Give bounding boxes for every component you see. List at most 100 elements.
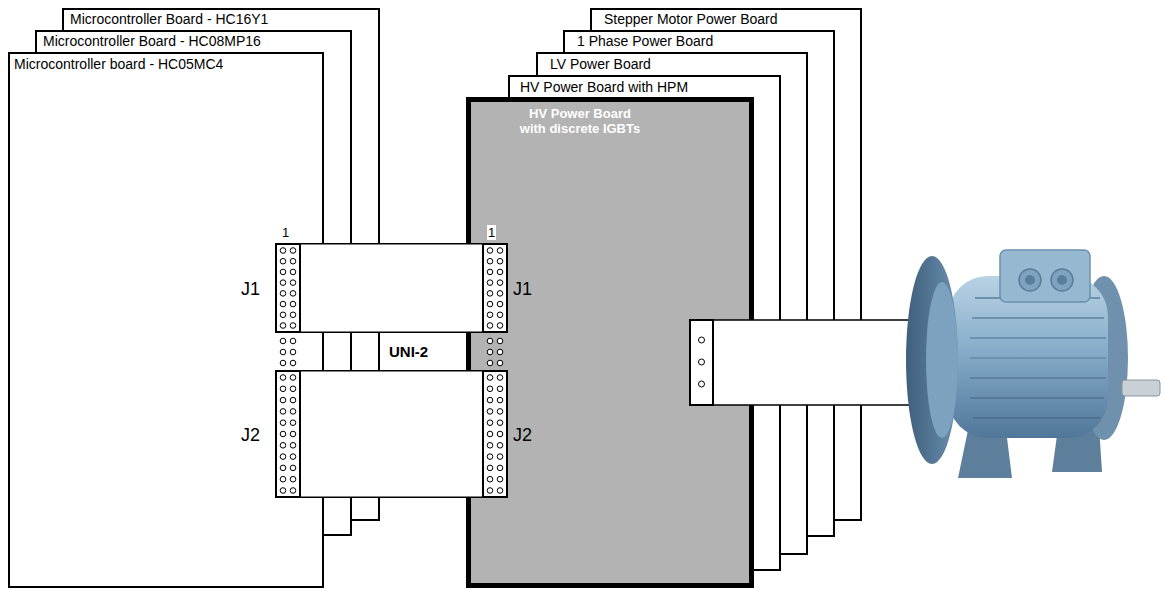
- header-pin: [497, 443, 503, 449]
- header-pin: [497, 420, 503, 426]
- motor-photo-part: [906, 256, 958, 464]
- motor-photo-part: [1051, 269, 1073, 291]
- header-pin: [487, 397, 493, 403]
- header-pin: [290, 476, 296, 482]
- header-pin: [487, 301, 493, 307]
- header-pin: [280, 248, 286, 254]
- header-pin: [497, 454, 503, 460]
- motor-photo-part: [1052, 426, 1102, 472]
- header-pin: [290, 323, 296, 329]
- header-pin: [487, 312, 493, 318]
- pin-number: 1: [487, 225, 496, 240]
- header-pin: [290, 454, 296, 460]
- header-pin: [497, 291, 503, 297]
- header-pin: [290, 488, 296, 494]
- motor-connector-part: [690, 320, 713, 405]
- board-title: Microcontroller board - HC05MC4: [14, 54, 223, 72]
- header-pin: [487, 386, 493, 392]
- header-pin: [280, 386, 286, 392]
- header-pin: [487, 269, 493, 275]
- ribbon-cable: [301, 434, 482, 435]
- header-pin: [290, 301, 296, 307]
- header-pin: [280, 312, 286, 318]
- header-pin: [280, 443, 286, 449]
- middle-pins-right-part: [487, 349, 493, 355]
- header-pin: [290, 280, 296, 286]
- header-pin: [280, 465, 286, 471]
- middle-pins-right-part: [487, 338, 493, 344]
- header-pin: [497, 248, 503, 254]
- middle-pins-right: [487, 338, 503, 366]
- motor-photo-part: [1000, 250, 1090, 302]
- motor-cable-part: [713, 320, 918, 405]
- header-pin: [290, 443, 296, 449]
- cable-outline: [301, 243, 482, 333]
- motor-photo: [906, 250, 1160, 478]
- connector-label: J2: [241, 425, 260, 445]
- header-pin: [497, 301, 503, 307]
- header-pin: [497, 312, 503, 318]
- circuit-board: HV Power Board with discrete IGBTsJ1J2: [466, 97, 754, 588]
- middle-pins-left-part: [290, 338, 296, 344]
- motor-connector-part: [699, 359, 705, 365]
- motor-photo-part: [1057, 275, 1067, 285]
- header-pin: [497, 409, 503, 415]
- header-pin: [280, 258, 286, 264]
- header-pin: [497, 476, 503, 482]
- header-pin: [280, 323, 286, 329]
- pin-header: J1: [482, 243, 508, 333]
- board-title: Stepper Motor Power Board: [604, 10, 778, 27]
- middle-pins-left: [280, 338, 296, 366]
- motor-photo-part: [970, 337, 1106, 339]
- header-pin: [280, 488, 286, 494]
- header-pin: [280, 269, 286, 275]
- motor-photo-part: [970, 397, 1104, 399]
- header-pins: [484, 372, 506, 496]
- header-pin: [497, 465, 503, 471]
- header-pins: [484, 245, 506, 331]
- middle-pins-left-part: [280, 338, 286, 344]
- motor-photo-part: [970, 377, 1106, 379]
- header-pin: [290, 431, 296, 437]
- header-pin: [280, 431, 286, 437]
- header-pin: [487, 375, 493, 381]
- middle-pins-right-part: [497, 360, 503, 366]
- header-pins: [277, 372, 299, 496]
- header-pin: [497, 280, 503, 286]
- header-pin: [487, 291, 493, 297]
- motor-photo-part: [1080, 276, 1128, 440]
- header-pin: [497, 397, 503, 403]
- header-pin: [290, 386, 296, 392]
- motor-connector-part: [699, 337, 705, 343]
- connector-label: J1: [513, 279, 532, 299]
- header-pin: [497, 269, 503, 275]
- motor-connector: [690, 320, 713, 405]
- board-title: 1 Phase Power Board: [577, 32, 713, 49]
- header-pin: [290, 465, 296, 471]
- circuit-board: Microcontroller board - HC05MC4J1J2: [8, 52, 324, 588]
- header-pin: [280, 280, 286, 286]
- board-title: Microcontroller Board - HC16Y1: [70, 10, 268, 27]
- middle-pins-right-part: [487, 360, 493, 366]
- cable-body: [301, 245, 482, 332]
- motor-photo-part: [970, 357, 1106, 359]
- motor-photo-part: [926, 282, 958, 438]
- header-pin: [487, 488, 493, 494]
- header-pin: [290, 291, 296, 297]
- header-pin: [487, 420, 493, 426]
- header-pin: [290, 258, 296, 264]
- header-pin: [280, 397, 286, 403]
- header-pin: [280, 420, 286, 426]
- motor-photo-part: [958, 430, 1012, 478]
- header-pin: [290, 420, 296, 426]
- motor-photo-part: [975, 297, 1100, 299]
- middle-pins-left-part: [290, 349, 296, 355]
- board-title: HV Power Board with discrete IGBTs: [517, 102, 643, 136]
- connector-name: UNI-2: [388, 344, 429, 359]
- middle-pins-right-part: [497, 338, 503, 344]
- header-pin: [497, 258, 503, 264]
- header-pin: [290, 269, 296, 275]
- ribbon-cable: [301, 288, 482, 289]
- middle-pins-left-part: [280, 349, 286, 355]
- pin-header: J2: [275, 370, 301, 498]
